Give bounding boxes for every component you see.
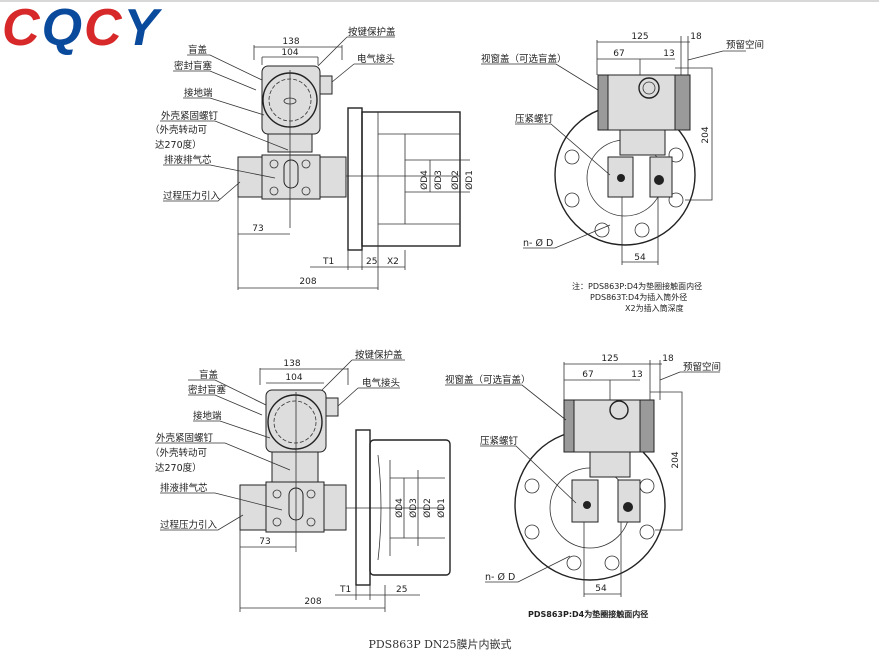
- label-blind-cover: 盲盖: [188, 44, 208, 56]
- note-line-2: PDS863T:D4为插入筒外径: [590, 292, 687, 302]
- top-border: [0, 0, 879, 2]
- note-line-1: 注：PDS863P:D4为垫圈接触面内径: [572, 281, 702, 291]
- label-rotate-1-b: （外壳转动可: [150, 447, 207, 459]
- label-reserve-space: 预留空间: [726, 39, 764, 51]
- label-process: 过程压力引入: [163, 190, 221, 202]
- dim-13-b: 13: [631, 370, 642, 380]
- cqcy-logo: CQCY: [2, 0, 161, 57]
- dim-73-b: 73: [259, 537, 270, 547]
- label-ground-b: 接地端: [193, 410, 222, 422]
- dim-od2: ØD2: [450, 170, 461, 190]
- label-housing-screw: 外壳紧固螺钉: [161, 110, 219, 122]
- dim-208-b: 208: [304, 597, 321, 607]
- dim-18: 18: [690, 32, 702, 42]
- dim-od1-b: ØD1: [436, 498, 447, 518]
- label-clamp-screw: 压紧螺钉: [515, 114, 554, 125]
- bottom-side-view: 138 104 ØD4 ØD3 ØD2 ØD1 73 T1 25 208 盲盖 …: [150, 349, 451, 612]
- dim-od3: ØD3: [433, 170, 444, 190]
- bottom-front-view: 125 18 67 13 204 54 视窗盖（可选盲盖） 预留空间 压紧螺钉 …: [445, 354, 721, 619]
- dim-od4-b: ØD4: [394, 498, 405, 518]
- label-rotate-2: 达270度）: [155, 139, 202, 151]
- label-rotate-2-b: 达270度）: [155, 462, 202, 474]
- dim-t1-b: T1: [339, 585, 351, 595]
- label-window-cover-b: 视窗盖（可选盲盖）: [445, 374, 531, 386]
- label-holes-b: n- Ø D: [485, 572, 515, 583]
- dim-204-b: 204: [671, 451, 681, 468]
- label-key-cover: 按键保护盖: [348, 26, 396, 38]
- figure-caption: PDS863P DN25膜片内嵌式: [368, 637, 511, 651]
- label-reserve-space-b: 预留空间: [683, 361, 721, 373]
- dim-125: 125: [631, 32, 648, 42]
- label-drain-b: 排液排气芯: [160, 482, 208, 494]
- top-front-view: 125 18 67 13 204 54 视窗盖（可选盲盖） 预留空间 压紧螺钉 …: [481, 32, 764, 313]
- label-window-cover: 视窗盖（可选盲盖）: [481, 53, 567, 65]
- dim-od1: ØD1: [464, 170, 475, 190]
- dim-x2: X2: [387, 257, 399, 267]
- dim-104-b: 104: [285, 373, 302, 383]
- label-drain: 排液排气芯: [164, 154, 212, 166]
- dim-od3-b: ØD3: [408, 498, 419, 518]
- dim-125-b: 125: [601, 354, 618, 364]
- dim-18-b: 18: [662, 354, 674, 364]
- label-rotate-1: （外壳转动可: [150, 124, 207, 136]
- top-side-view: 138 104 ØD4 ØD3 ØD2 ØD1 73 T1 25 X2 208 …: [150, 26, 475, 290]
- dim-54: 54: [634, 253, 646, 263]
- dim-67-b: 67: [582, 370, 593, 380]
- note-line-3: X2为插入筒深度: [625, 303, 684, 313]
- dim-73: 73: [252, 224, 263, 234]
- dim-138-b: 138: [283, 359, 300, 369]
- dim-13: 13: [663, 49, 674, 59]
- label-key-cover-b: 按键保护盖: [355, 349, 403, 361]
- label-electric-b: 电气接头: [362, 377, 400, 389]
- dim-138: 138: [282, 37, 299, 47]
- dim-od2-b: ØD2: [422, 498, 433, 518]
- label-clamp-screw-b: 压紧螺钉: [480, 436, 519, 447]
- dim-67: 67: [613, 49, 624, 59]
- dim-104: 104: [281, 48, 298, 58]
- label-ground: 接地端: [184, 87, 213, 99]
- label-holes: n- Ø D: [523, 238, 553, 249]
- label-seal-plug: 密封盲塞: [174, 60, 213, 72]
- label-electric: 电气接头: [357, 53, 395, 65]
- dim-od4: ØD4: [419, 170, 430, 190]
- dim-25: 25: [366, 257, 377, 267]
- label-seal-plug-b: 密封盲塞: [188, 384, 227, 396]
- note-bottom: PDS863P:D4为垫圈接触面内径: [528, 609, 648, 619]
- label-process-b: 过程压力引入: [160, 519, 218, 531]
- dim-25-b: 25: [396, 585, 407, 595]
- dim-204: 204: [701, 126, 711, 143]
- label-blind-cover-b: 盲盖: [199, 369, 219, 381]
- dim-t1: T1: [322, 257, 334, 267]
- dim-208: 208: [299, 277, 316, 287]
- dim-54-b: 54: [595, 584, 607, 594]
- label-housing-screw-b: 外壳紧固螺钉: [156, 432, 214, 444]
